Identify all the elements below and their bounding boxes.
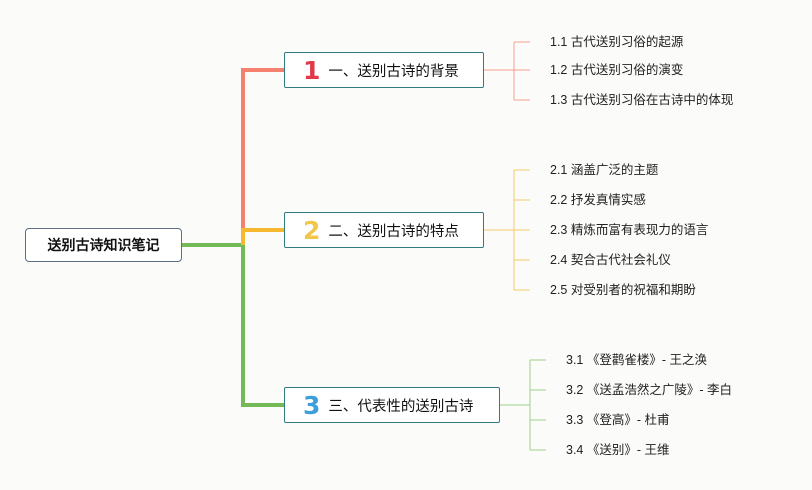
topic-label-3: 三、代表性的送别古诗 [328,398,474,415]
topic-node-1[interactable]: 1 一、送别古诗的背景 [284,52,484,88]
connector-branch-2 [241,228,284,245]
leaf-3-2[interactable]: 3.2 《送孟浩然之广陵》- 李白 [566,383,732,397]
topic-node-3[interactable]: 3 三、代表性的送别古诗 [284,387,500,423]
leaf-3-4[interactable]: 3.4 《送别》- 王维 [566,443,670,457]
leaf-2-3[interactable]: 2.3 精炼而富有表现力的语言 [550,223,709,237]
leaf-2-2[interactable]: 2.2 抒发真情实感 [550,193,646,207]
leaf-connectors-2 [484,169,530,291]
topic-label-2: 二、送别古诗的特点 [328,223,459,240]
leaf-2-1[interactable]: 2.1 涵盖广泛的主题 [550,163,659,177]
leaf-connectors-1 [484,41,530,101]
leaf-1-1[interactable]: 1.1 古代送别习俗的起源 [550,35,684,49]
leaf-1-3[interactable]: 1.3 古代送别习俗在古诗中的体现 [550,93,734,107]
leaf-1-2[interactable]: 1.2 古代送别习俗的演变 [550,63,684,77]
topic-node-2[interactable]: 2 二、送别古诗的特点 [284,212,484,248]
leaf-3-1[interactable]: 3.1 《登鹳雀楼》- 王之涣 [566,353,707,367]
number-2-icon: 2 [303,215,321,245]
leaf-2-5[interactable]: 2.5 对受别者的祝福和期盼 [550,283,696,297]
number-1-icon: 1 [303,55,321,85]
root-node[interactable]: 送别古诗知识笔记 [25,228,182,262]
leaf-connectors-3 [500,359,546,451]
leaf-2-4[interactable]: 2.4 契合古代社会礼仪 [550,253,671,267]
topic-label-1: 一、送别古诗的背景 [328,63,459,80]
connector-branch-3 [241,245,284,407]
connector-branch-1 [241,68,284,245]
number-3-icon: 3 [303,390,321,420]
leaf-3-3[interactable]: 3.3 《登高》- 杜甫 [566,413,670,427]
